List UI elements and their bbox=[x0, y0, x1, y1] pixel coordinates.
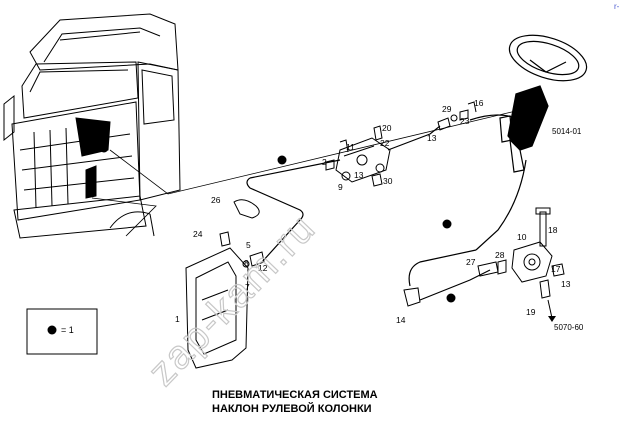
callout-label: 18 bbox=[548, 225, 558, 235]
callout-label: 11 bbox=[346, 142, 355, 152]
callout-label: 28 bbox=[495, 250, 505, 260]
callout-label: 13 bbox=[561, 279, 571, 289]
truck-cab-illustration bbox=[3, 13, 181, 239]
callout-label: 2 bbox=[322, 157, 327, 167]
corner-mark: r- bbox=[614, 2, 620, 11]
callout-label: 7 bbox=[245, 282, 250, 292]
callout-labels: 1 2 5 7 8 9 10 11 12 13 13 13 14 16 17 1… bbox=[175, 98, 571, 325]
steering-wheel-assembly bbox=[499, 34, 588, 173]
pneumatic-lines bbox=[246, 114, 527, 301]
diagram-title-line2: НАКЛОН РУЛЕВОЙ КОЛОНКИ bbox=[212, 402, 372, 415]
connector-fittings bbox=[437, 101, 477, 131]
legend-frame bbox=[26, 308, 98, 355]
callout-label: 12 bbox=[258, 263, 268, 273]
callout-label: 17 bbox=[551, 264, 561, 274]
line-marker-dot bbox=[446, 293, 456, 303]
arrow-head-icon bbox=[548, 316, 556, 322]
legend-dot-icon bbox=[47, 325, 57, 335]
callout-label: 13 bbox=[427, 133, 437, 143]
callout-label: 20 bbox=[382, 123, 392, 133]
reference-code: 5070-60 bbox=[554, 323, 584, 332]
callout-label: 22 bbox=[380, 138, 390, 148]
legend-text: = 1 bbox=[61, 325, 74, 335]
cab-bracket-assembly bbox=[185, 199, 265, 369]
callout-label: 16 bbox=[474, 98, 484, 108]
callout-label: 23 bbox=[460, 116, 470, 126]
line-markers bbox=[277, 155, 456, 303]
callout-label: 19 bbox=[526, 307, 536, 317]
watermark-text: zap-kam.ru bbox=[140, 205, 325, 394]
line-marker-dot bbox=[277, 155, 287, 165]
callout-label: 5 bbox=[246, 240, 251, 250]
callout-label: 26 bbox=[211, 195, 221, 205]
callout-label: 10 bbox=[517, 232, 527, 242]
callout-label: 1 bbox=[175, 314, 180, 324]
callout-label: 29 bbox=[442, 104, 452, 114]
legend: = 1 bbox=[26, 308, 98, 355]
callout-label: 14 bbox=[396, 315, 406, 325]
lower-valve-assembly bbox=[403, 207, 565, 307]
tilt-valve-assembly bbox=[325, 125, 391, 187]
callout-label: 24 bbox=[193, 229, 203, 239]
cab-leader-lines bbox=[91, 109, 521, 237]
callout-label: 8 bbox=[244, 258, 249, 268]
line-marker-dot bbox=[442, 219, 452, 229]
callout-label: 27 bbox=[466, 257, 476, 267]
callout-label: 9 bbox=[338, 182, 343, 192]
reference-code: 5014-01 bbox=[552, 127, 582, 136]
callout-label: 30 bbox=[383, 176, 393, 186]
diagram-title-line1: ПНЕВМАТИЧЕСКАЯ СИСТЕМА bbox=[212, 389, 378, 401]
reference-arrow bbox=[547, 299, 553, 319]
callout-label: 13 bbox=[354, 170, 364, 180]
